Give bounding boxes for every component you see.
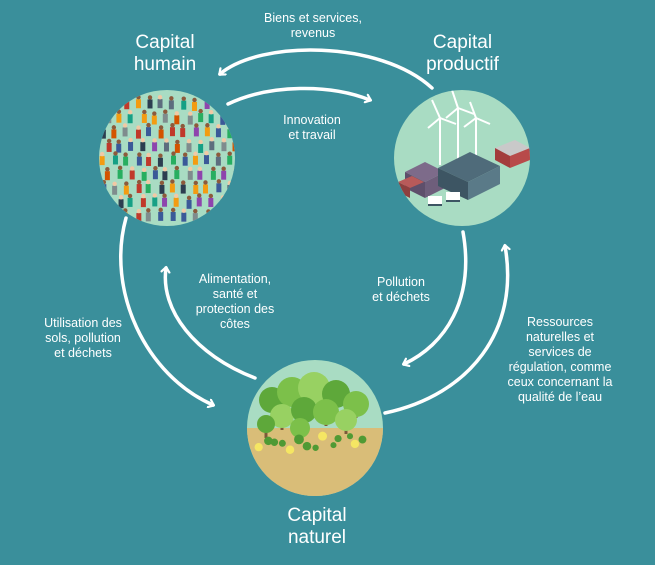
flow-label-line: services de (528, 345, 592, 359)
node-title-line: Capital (135, 32, 195, 53)
natural-capital-illustration (247, 360, 383, 496)
flow-label-innovation-work: Innovation et travail (262, 113, 362, 143)
flow-label-line: Ressources (527, 315, 593, 329)
flow-label-pollution-waste: Pollution et déchets (356, 275, 446, 305)
productive-capital-illustration (394, 90, 530, 226)
flow-label-line: Biens et services, (264, 11, 362, 25)
arrow-natural-to-human (165, 268, 257, 380)
flow-label-food-health: Alimentation, santé et protection des cô… (180, 272, 290, 332)
arrow-productive-to-human (220, 48, 434, 90)
flow-label-natural-resources: Ressources naturelles et services de rég… (500, 315, 620, 405)
flow-label-line: Pollution (377, 275, 425, 289)
flow-label-land-use: Utilisation des sols, pollution et déche… (28, 316, 138, 361)
flow-label-goods-services: Biens et services, revenus (248, 11, 378, 41)
flow-label-line: Innovation (283, 113, 341, 127)
node-title-line: productif (426, 54, 499, 75)
node-title-natural: Capital naturel (262, 505, 372, 549)
node-title-line: naturel (287, 527, 347, 548)
flow-label-line: naturelles et (525, 330, 595, 344)
flow-label-line: et déchets (372, 290, 430, 304)
flow-label-line: Utilisation des (44, 316, 122, 330)
node-title-line: Capital (287, 505, 347, 526)
node-title-line: humain (133, 54, 197, 75)
flow-label-line: revenus (290, 26, 336, 40)
flow-label-line: Alimentation, (198, 272, 272, 286)
flow-label-line: et travail (288, 128, 336, 142)
node-title-productive: Capital productif (405, 32, 520, 76)
flow-label-line: santé et (212, 287, 258, 301)
flow-label-line: et déchets (54, 346, 112, 360)
arrow-productive-to-natural (404, 230, 468, 364)
flow-label-line: ceux concernant la (507, 375, 613, 389)
flow-label-line: sols, pollution (45, 331, 121, 345)
flow-label-line: régulation, comme (508, 360, 612, 374)
arrow-human-to-productive (226, 86, 370, 106)
flow-label-line: qualité de l’eau (517, 390, 603, 404)
arrow-human-to-natural (119, 216, 213, 405)
flow-label-line: protection des (195, 302, 275, 316)
flow-label-line: côtes (220, 317, 250, 331)
human-capital-illustration (99, 90, 235, 226)
arrow-natural-to-productive (383, 246, 508, 415)
node-title-human: Capital humain (110, 32, 220, 76)
node-title-line: Capital (432, 32, 493, 53)
